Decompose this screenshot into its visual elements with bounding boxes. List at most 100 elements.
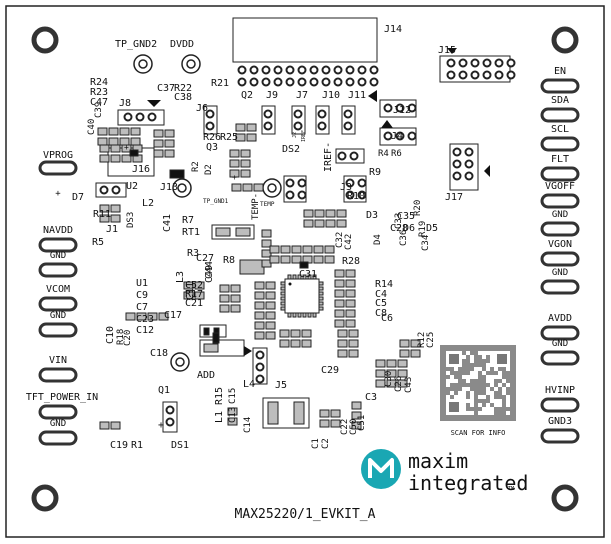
passive-pad: [351, 421, 362, 430]
component-label: C30: [384, 371, 394, 387]
component-label: C11: [185, 282, 196, 300]
test-point-hole: [177, 183, 187, 193]
qr-module: [446, 383, 450, 387]
terminal-pad: [540, 325, 580, 341]
j14-pin: [261, 65, 271, 75]
component-label: IREF: [301, 130, 307, 142]
passive-pad: [397, 369, 408, 378]
passive-pad: [334, 309, 345, 318]
component-label: R21: [211, 78, 229, 89]
triangle-marker-icon: [244, 346, 252, 356]
u1-pin: [280, 296, 286, 301]
qr-module: [446, 395, 450, 399]
passive-pad: [302, 245, 313, 254]
qr-module: [490, 359, 494, 363]
passive-pad: [164, 139, 175, 148]
passive-pad: [99, 214, 110, 223]
u1-pin: [297, 312, 302, 318]
passive-pad: [229, 169, 240, 178]
qr-module: [454, 395, 458, 399]
j14-pin: [237, 65, 247, 75]
component-label: Q3: [206, 142, 218, 153]
component-label: +: [158, 420, 164, 431]
terminal-pad: [38, 262, 78, 278]
j14-pin: [333, 65, 343, 75]
qr-module: [498, 383, 502, 387]
passive-pad: [194, 281, 205, 290]
passive-pad: [348, 339, 359, 348]
passive-pad: [97, 137, 108, 146]
qr-module: [466, 399, 470, 403]
passive-pad: [110, 144, 121, 153]
passive-pad: [386, 379, 397, 388]
component-label: C25: [426, 332, 436, 348]
component-label: Q2: [241, 90, 253, 101]
component-label: R18: [116, 329, 126, 345]
jumper-pin: [317, 121, 327, 131]
qr-module: [482, 411, 486, 415]
j16-body: [449, 143, 479, 191]
component-label: J14: [384, 24, 402, 35]
passive-pad: [290, 329, 301, 338]
qr-module: [494, 399, 498, 403]
passive-pad: [219, 304, 230, 313]
qr-module: [470, 411, 474, 415]
jumper-pin: [343, 121, 353, 131]
mounting-hole-icon: [551, 26, 579, 54]
passive-pad: [110, 214, 121, 223]
j14-pin: [321, 65, 331, 75]
passive-pad: [108, 137, 119, 146]
qr-module: [486, 375, 490, 379]
component-label: J5: [275, 380, 287, 391]
terminal-label-right: SDA: [551, 95, 569, 106]
qr-module: [454, 379, 458, 383]
passive-pad: [345, 299, 356, 308]
component-label: C36: [399, 230, 409, 246]
brand-name-line2: integrated: [408, 471, 528, 495]
component-label: DS1: [171, 440, 189, 451]
component-label: C4: [375, 289, 387, 300]
component-label: C47: [90, 97, 108, 108]
pin1-dot-icon: [288, 282, 292, 286]
passive-pad: [330, 419, 341, 428]
component-label: L1: [214, 411, 225, 423]
qr-module: [482, 351, 486, 355]
triangle-marker-icon: [381, 120, 393, 128]
terminal-label-right: SCL: [551, 124, 569, 135]
passive-pad: [261, 229, 272, 238]
component-label: TEMP: [260, 201, 275, 208]
l3-inductor: [211, 224, 255, 240]
passive-pad: [235, 123, 246, 132]
trademark-mark: TM: [508, 486, 514, 492]
u1-pin: [280, 291, 286, 296]
passive-pad: [325, 209, 336, 218]
qr-module: [462, 375, 466, 379]
passive-pad: [99, 144, 110, 153]
board-name: MAX25220/1_EVKIT_A: [235, 507, 376, 522]
passive-pad: [125, 312, 136, 321]
component-label: J4: [391, 131, 403, 142]
qr-module: [486, 367, 490, 371]
terminal-label-left: +: [55, 189, 61, 199]
j4-pin: [383, 131, 393, 141]
component-label: U2: [126, 181, 138, 192]
terminal-pad: [38, 296, 78, 312]
component-label: J10: [322, 90, 340, 101]
passive-pad: [153, 139, 164, 148]
header-pin: [345, 178, 355, 188]
terminal-pad: [540, 428, 580, 444]
part-marker: [212, 332, 220, 344]
j15-pin: [494, 58, 504, 68]
passive-pad: [303, 209, 314, 218]
component-label: TEMP-: [251, 193, 261, 220]
jumper-pin: [205, 121, 215, 131]
component-label: L3: [175, 271, 186, 283]
j15-pin: [506, 70, 516, 80]
passive-pad: [303, 219, 314, 228]
j14-pin: [237, 77, 247, 87]
pad: [215, 227, 231, 237]
j4-pin: [407, 131, 417, 141]
component-label: C41: [162, 214, 173, 232]
pad: [203, 327, 210, 336]
component-label: C7: [136, 302, 148, 313]
